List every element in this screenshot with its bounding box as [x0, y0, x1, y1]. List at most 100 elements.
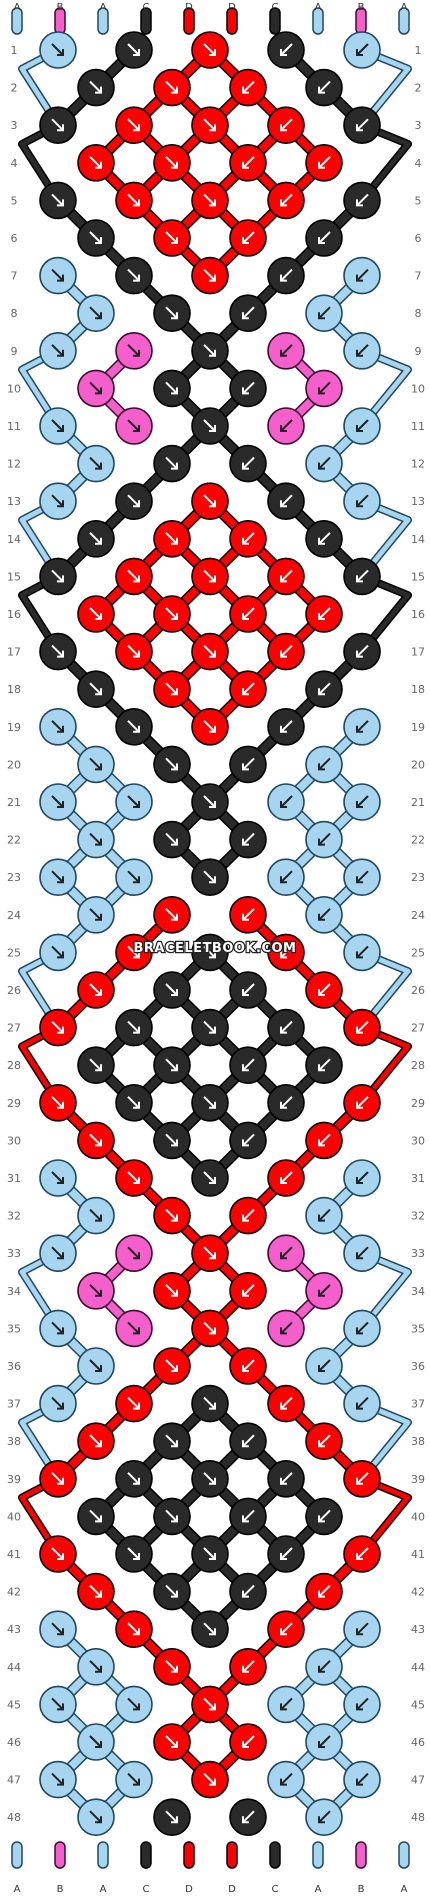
knot-arrow [89, 1359, 102, 1372]
row-number-left: 47 [7, 1774, 21, 1787]
knot-arrow-head [209, 1177, 216, 1184]
knot-arrow [242, 607, 255, 620]
knot-arrow-head [356, 575, 363, 583]
knot-arrow-head [356, 1477, 363, 1485]
knot-arrow [356, 193, 369, 207]
knot-arrow [165, 832, 178, 846]
knot-arrow [89, 1660, 102, 1673]
knot-arrow-head [95, 387, 102, 395]
knot-arrow-head [57, 725, 64, 733]
knot-arrow [242, 532, 255, 545]
knot-arrow-head [133, 951, 140, 959]
knot-arrow [165, 156, 178, 169]
row-number-right: 13 [411, 495, 425, 508]
knot-arrow-head [242, 1590, 249, 1598]
knot-arrow [242, 1810, 255, 1823]
knot-arrow [89, 1810, 102, 1823]
knot-arrow-head [242, 312, 249, 320]
knot-arrow-head [171, 1365, 178, 1372]
knot-arrow [203, 795, 216, 808]
knot-arrow-head [242, 688, 249, 696]
knot-arrow-head [95, 1214, 102, 1222]
knot-arrow [203, 1772, 216, 1786]
knot-arrow-head [318, 1064, 325, 1072]
row-number-right: 12 [411, 458, 425, 471]
row-number-left: 23 [7, 871, 21, 884]
knot-arrow [280, 1171, 293, 1184]
knot-arrow-head [242, 1139, 249, 1147]
knot-arrow-head [318, 1365, 325, 1372]
knot-arrow [203, 118, 216, 131]
knot-arrow-head [95, 312, 102, 320]
knot-arrow [280, 1622, 293, 1635]
knot-arrow [89, 757, 102, 771]
knot-arrow [280, 945, 293, 959]
knot-arrow [242, 1284, 255, 1297]
knot-arrow [127, 1396, 140, 1410]
strand-stub-bottom [11, 1841, 23, 1869]
knot-arrow-head [57, 951, 64, 959]
row-number-left: 45 [7, 1698, 21, 1711]
knot-arrow [165, 757, 178, 771]
knot-arrow [127, 644, 140, 658]
knot-arrow [318, 1735, 331, 1748]
knot-arrow [89, 983, 102, 996]
knot-arrow [51, 1622, 64, 1635]
strand-letter-top: A [14, 2, 21, 13]
knot-arrow-head [171, 1741, 178, 1748]
strand-letter-bottom: C [272, 1884, 279, 1895]
row-number-right: 16 [411, 608, 425, 621]
knot-arrow-head [242, 537, 249, 545]
row-number-left: 11 [7, 420, 21, 433]
knot-arrow-head [57, 1177, 64, 1184]
row-number-left: 10 [7, 382, 21, 395]
knot-arrow-head [280, 425, 287, 432]
row-number-left: 3 [11, 119, 18, 132]
knot-arrow [203, 1171, 216, 1184]
knot-arrow-head [356, 500, 363, 508]
knot-arrow [242, 682, 255, 695]
knot-arrow [165, 1509, 178, 1523]
knot-arrow [318, 1434, 331, 1447]
knot-arrow [165, 532, 178, 545]
strand-stub-top [226, 7, 238, 35]
knot-arrow-head [209, 1703, 216, 1711]
knot-arrow [203, 1697, 216, 1711]
knot-arrow [89, 1735, 102, 1748]
row-number-right: 43 [411, 1623, 425, 1636]
knot-arrow [165, 908, 178, 921]
knot-arrow [356, 344, 369, 357]
knot-arrow-head [280, 1101, 287, 1109]
knot-arrow [318, 983, 331, 996]
knot-arrow [280, 1772, 293, 1786]
row-number-right: 48 [411, 1811, 425, 1824]
knot-arrow-head [57, 124, 64, 132]
knot-arrow [280, 419, 293, 432]
row-number-right: 47 [411, 1774, 425, 1787]
knot-arrow [203, 1547, 216, 1560]
knot-arrow [318, 1208, 331, 1222]
knot-arrow-head [57, 876, 64, 884]
row-number-right: 11 [411, 420, 425, 433]
row-number-left: 35 [7, 1322, 21, 1335]
knot-arrow-head [356, 725, 363, 733]
knot-arrow-head [318, 613, 325, 620]
knot-arrow-head [171, 462, 178, 470]
knot-arrow [318, 231, 331, 244]
knot-arrow-head [209, 876, 216, 884]
knot-arrow-head [133, 725, 140, 733]
knot-arrow-head [318, 462, 325, 470]
knot-arrow-head [209, 500, 216, 508]
knot-arrow-head [280, 725, 287, 733]
knot-arrow-head [242, 1741, 249, 1748]
knot-arrow-head [356, 1026, 363, 1034]
knot-arrow-head [171, 1590, 178, 1598]
knot-arrow [89, 1584, 102, 1598]
knot-arrow-head [356, 425, 363, 432]
knot-arrow-head [95, 462, 102, 470]
row-number-left: 20 [7, 758, 21, 771]
watermark: BRACELETBOOK.COM [134, 941, 297, 956]
knot-arrow [127, 720, 140, 733]
knot-arrow [280, 870, 293, 883]
row-number-right: 4 [415, 157, 422, 170]
